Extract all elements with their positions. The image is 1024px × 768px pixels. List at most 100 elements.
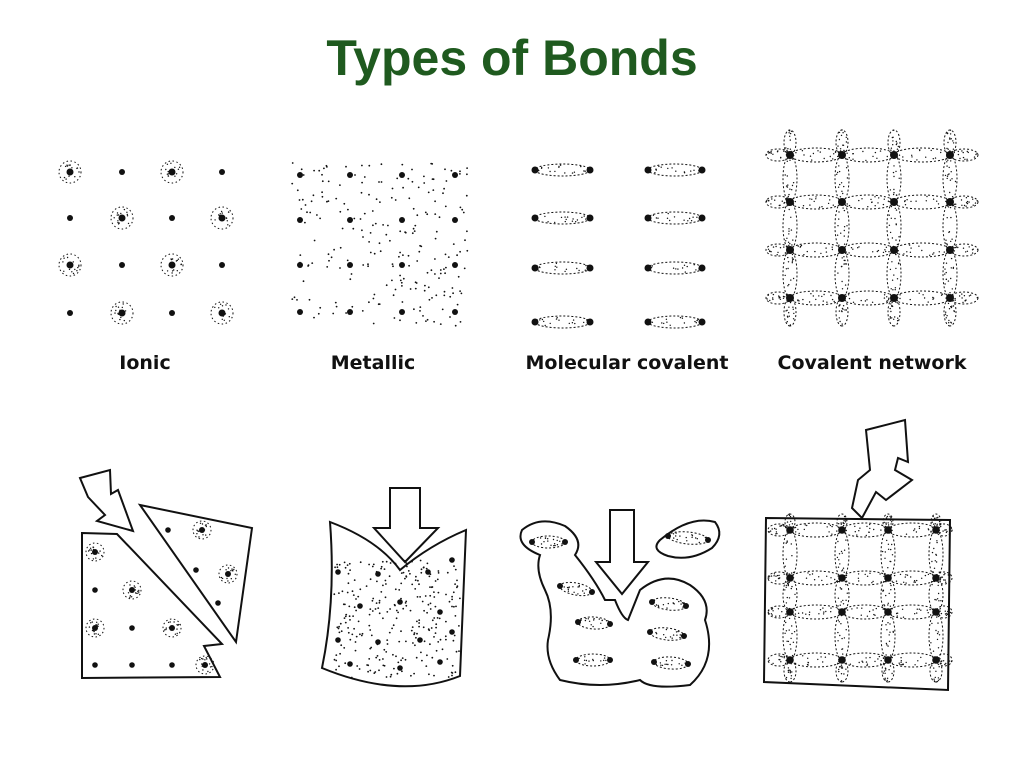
atom — [644, 214, 652, 222]
shared-electron-pair — [886, 201, 902, 251]
shared-electron-pair — [789, 147, 843, 163]
atom — [665, 533, 671, 539]
metal-ion — [347, 217, 353, 223]
network-atom — [786, 656, 794, 664]
atom — [698, 214, 706, 222]
shared-electron-pair — [942, 201, 958, 251]
cation — [169, 310, 175, 316]
atom — [562, 539, 568, 545]
molecular-solid-outline — [519, 520, 711, 688]
atom — [647, 629, 653, 635]
anion — [168, 168, 176, 176]
shared-electron-pair — [880, 529, 896, 579]
shared-electron-pair — [647, 261, 703, 275]
metal-ion — [335, 569, 341, 575]
metal-ion — [297, 309, 303, 315]
shared-electron-pair — [782, 529, 798, 579]
metal-ion — [347, 262, 353, 268]
shared-electron-pair — [531, 535, 566, 549]
metallic-force-arrow — [371, 487, 441, 564]
atom — [586, 318, 594, 326]
atom — [586, 166, 594, 174]
network-atom — [884, 608, 892, 616]
atom — [575, 619, 581, 625]
atom — [698, 166, 706, 174]
network-atom — [786, 198, 794, 206]
electron-cloud — [85, 618, 105, 638]
network-atom — [932, 656, 940, 664]
atom — [607, 621, 613, 627]
metal-ion — [357, 603, 363, 609]
anion — [129, 587, 135, 593]
shared-electron-pair — [789, 604, 843, 620]
metal-ion — [399, 172, 405, 178]
metal-ion — [425, 569, 431, 575]
atom — [644, 166, 652, 174]
slide-title: Types of Bonds — [326, 30, 698, 86]
metal-ion — [397, 599, 403, 605]
anion — [218, 309, 226, 317]
shared-electron-pair — [841, 242, 895, 258]
anion — [169, 625, 175, 631]
network-atom — [838, 246, 846, 254]
electron-cloud — [58, 253, 82, 277]
cation — [92, 662, 98, 668]
network-atom — [838, 526, 846, 534]
network-atom — [890, 151, 898, 159]
atom — [698, 264, 706, 272]
covalent-network-drawing — [765, 129, 979, 327]
shared-electron-pair — [834, 154, 850, 203]
shared-electron-pair — [782, 154, 798, 203]
cation — [219, 169, 225, 175]
shared-electron-pair — [653, 656, 689, 670]
shared-electron-pair — [783, 659, 797, 683]
shared-electron-pair — [647, 315, 703, 329]
network-force-arrow — [850, 418, 914, 520]
label-ionic: Ionic — [119, 352, 171, 374]
metal-ion — [452, 309, 458, 315]
anion — [225, 571, 231, 577]
network-atom — [838, 151, 846, 159]
label-covalent-network: Covalent network — [777, 352, 967, 374]
atom — [698, 318, 706, 326]
molecule-fragment-outline — [655, 519, 721, 559]
network-atom — [946, 246, 954, 254]
cation — [165, 527, 171, 533]
network-atom — [890, 294, 898, 302]
anion — [66, 261, 74, 269]
network-atom — [786, 574, 794, 582]
atom — [681, 633, 687, 639]
ionic-lattice-drawing — [58, 160, 234, 325]
shared-electron-pair — [789, 290, 843, 306]
shared-electron-pair — [789, 652, 843, 668]
network-atom — [890, 246, 898, 254]
shared-electron-pair — [949, 195, 979, 209]
shared-electron-pair — [649, 627, 685, 641]
cation — [129, 662, 135, 668]
metal-ion — [347, 172, 353, 178]
metal-ion — [452, 262, 458, 268]
metal-ion — [297, 262, 303, 268]
electron-cloud — [192, 520, 212, 540]
network-atom — [838, 198, 846, 206]
atom — [531, 214, 539, 222]
shared-electron-pair — [893, 290, 951, 306]
atom — [644, 264, 652, 272]
atom — [531, 264, 539, 272]
atom — [607, 657, 613, 663]
anion — [199, 527, 205, 533]
shared-electron-pair — [835, 659, 849, 683]
electron-cloud — [218, 564, 238, 584]
metal-ion — [452, 172, 458, 178]
network-atom — [884, 656, 892, 664]
electron-cloud — [160, 253, 184, 277]
shared-electron-pair — [942, 154, 958, 203]
network-atom — [838, 294, 846, 302]
shared-electron-pair — [887, 570, 937, 586]
shared-electron-pair — [789, 570, 843, 586]
shared-electron-pair — [841, 570, 889, 586]
network-atom — [884, 526, 892, 534]
cation — [67, 215, 73, 221]
electron-cloud — [210, 301, 234, 325]
shared-electron-pair — [887, 604, 937, 620]
